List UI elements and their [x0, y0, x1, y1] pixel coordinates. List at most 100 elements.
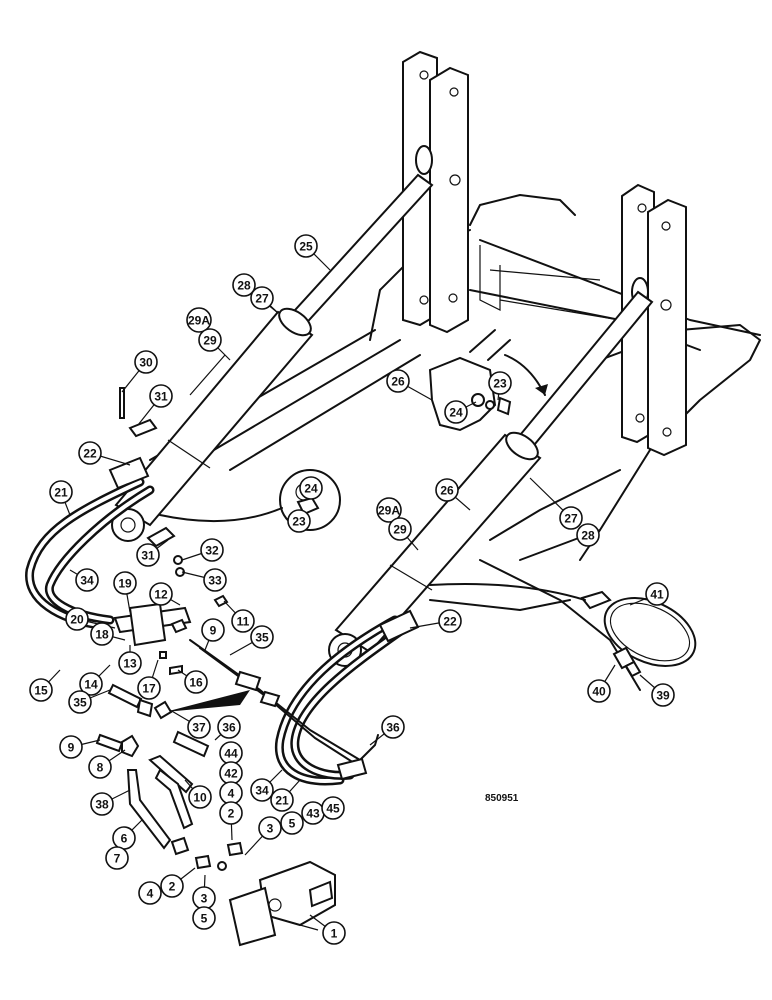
callout-label: 3	[267, 822, 274, 836]
callout-c-7: 7	[105, 846, 129, 870]
callout-label: 16	[189, 676, 203, 690]
control-valve	[228, 860, 336, 947]
callout-c-34a: 34	[75, 568, 99, 592]
callout-circle	[113, 571, 137, 595]
callout-label: 39	[656, 689, 670, 703]
callout-c-22a: 22	[78, 441, 102, 465]
callout-circle	[192, 906, 216, 930]
callout-c-31b: 31	[136, 543, 160, 567]
callout-circle	[232, 273, 256, 297]
callout-c-28b: 28	[576, 523, 600, 547]
callout-c-33: 33	[203, 568, 227, 592]
callout-circle	[438, 609, 462, 633]
callout-c-28a: 28	[232, 273, 256, 297]
callout-circle	[149, 384, 173, 408]
callout-c-24b: 24	[444, 400, 468, 424]
callout-circle	[187, 715, 211, 739]
callout-c-19: 19	[113, 571, 137, 595]
callout-circle	[149, 582, 173, 606]
callout-label: 44	[224, 747, 238, 761]
callout-label: 29A	[378, 504, 400, 518]
callout-label: 14	[84, 678, 98, 692]
callout-circle	[651, 683, 675, 707]
callout-label: 41	[650, 588, 664, 602]
callout-c-23b: 23	[488, 371, 512, 395]
tube-manifold	[113, 602, 379, 781]
callout-c-35b: 35	[68, 690, 92, 714]
callout-c-22b: 22	[438, 609, 462, 633]
callout-c-10: 10	[188, 785, 212, 809]
callout-circle	[78, 441, 102, 465]
callout-c-12: 12	[149, 582, 173, 606]
callout-circle	[559, 506, 583, 530]
callout-label: 29	[203, 334, 217, 348]
callout-label: 23	[493, 377, 507, 391]
callout-c-43: 43	[301, 801, 325, 825]
callout-circle	[388, 517, 412, 541]
callout-c-6: 6	[112, 826, 136, 850]
callout-label: 4	[228, 787, 235, 801]
callout-circle	[203, 568, 227, 592]
callout-circle	[49, 480, 73, 504]
callout-c-8: 8	[88, 755, 112, 779]
callout-circle	[587, 679, 611, 703]
callout-label: 30	[139, 356, 153, 370]
callout-label: 26	[391, 375, 405, 389]
callout-label: 34	[255, 784, 269, 798]
callout-circle	[217, 715, 241, 739]
callout-label: 19	[118, 577, 132, 591]
callout-circle	[250, 778, 274, 802]
callout-c-36a: 36	[217, 715, 241, 739]
callout-c-29a: 29	[198, 328, 222, 352]
callout-label: 33	[208, 574, 222, 588]
callout-circle	[299, 476, 323, 500]
callout-circle	[231, 609, 255, 633]
callout-label: 22	[83, 447, 97, 461]
callout-circle	[250, 625, 274, 649]
callout-label: 32	[205, 544, 219, 558]
callout-c-13: 13	[118, 651, 142, 675]
callout-label: 29	[393, 523, 407, 537]
callout-c-9a: 9	[201, 618, 225, 642]
callout-label: 3	[201, 892, 208, 906]
callout-label: 42	[224, 767, 238, 781]
callout-c-24a: 24	[299, 476, 323, 500]
callout-c-5a: 5	[280, 811, 304, 835]
callout-circle	[576, 523, 600, 547]
callout-c-3a: 3	[258, 816, 282, 840]
callout-circle	[381, 715, 405, 739]
callout-circle	[136, 543, 160, 567]
callout-label: 5	[289, 817, 296, 831]
callout-c-35a: 35	[250, 625, 274, 649]
callout-label: 43	[306, 807, 320, 821]
callout-circle	[137, 676, 161, 700]
loose-fittings	[95, 387, 244, 871]
callout-c-29Aa: 29A	[186, 307, 212, 333]
callout-label: 36	[222, 721, 236, 735]
callout-c-4b: 4	[138, 881, 162, 905]
callout-c-5b: 5	[192, 906, 216, 930]
callout-label: 27	[564, 512, 578, 526]
callout-label: 2	[228, 807, 235, 821]
callout-c-38: 38	[90, 792, 114, 816]
hose-clamp-detail	[429, 583, 697, 678]
callout-c-27b: 27	[559, 506, 583, 530]
callout-label: 4	[147, 887, 154, 901]
callout-circle	[376, 497, 402, 523]
callout-circle	[444, 400, 468, 424]
callout-c-31a: 31	[149, 384, 173, 408]
callout-c-21b: 21	[270, 788, 294, 812]
callout-c-17: 17	[137, 676, 161, 700]
callout-label: 26	[440, 484, 454, 498]
callout-c-44: 44	[219, 741, 243, 765]
callout-circle	[188, 785, 212, 809]
callout-circle	[59, 735, 83, 759]
callout-label: 31	[141, 549, 155, 563]
callout-circle	[65, 607, 89, 631]
callout-circle	[198, 328, 222, 352]
callout-circle	[79, 672, 103, 696]
callout-label: 45	[326, 802, 340, 816]
callout-label: 31	[154, 390, 168, 404]
